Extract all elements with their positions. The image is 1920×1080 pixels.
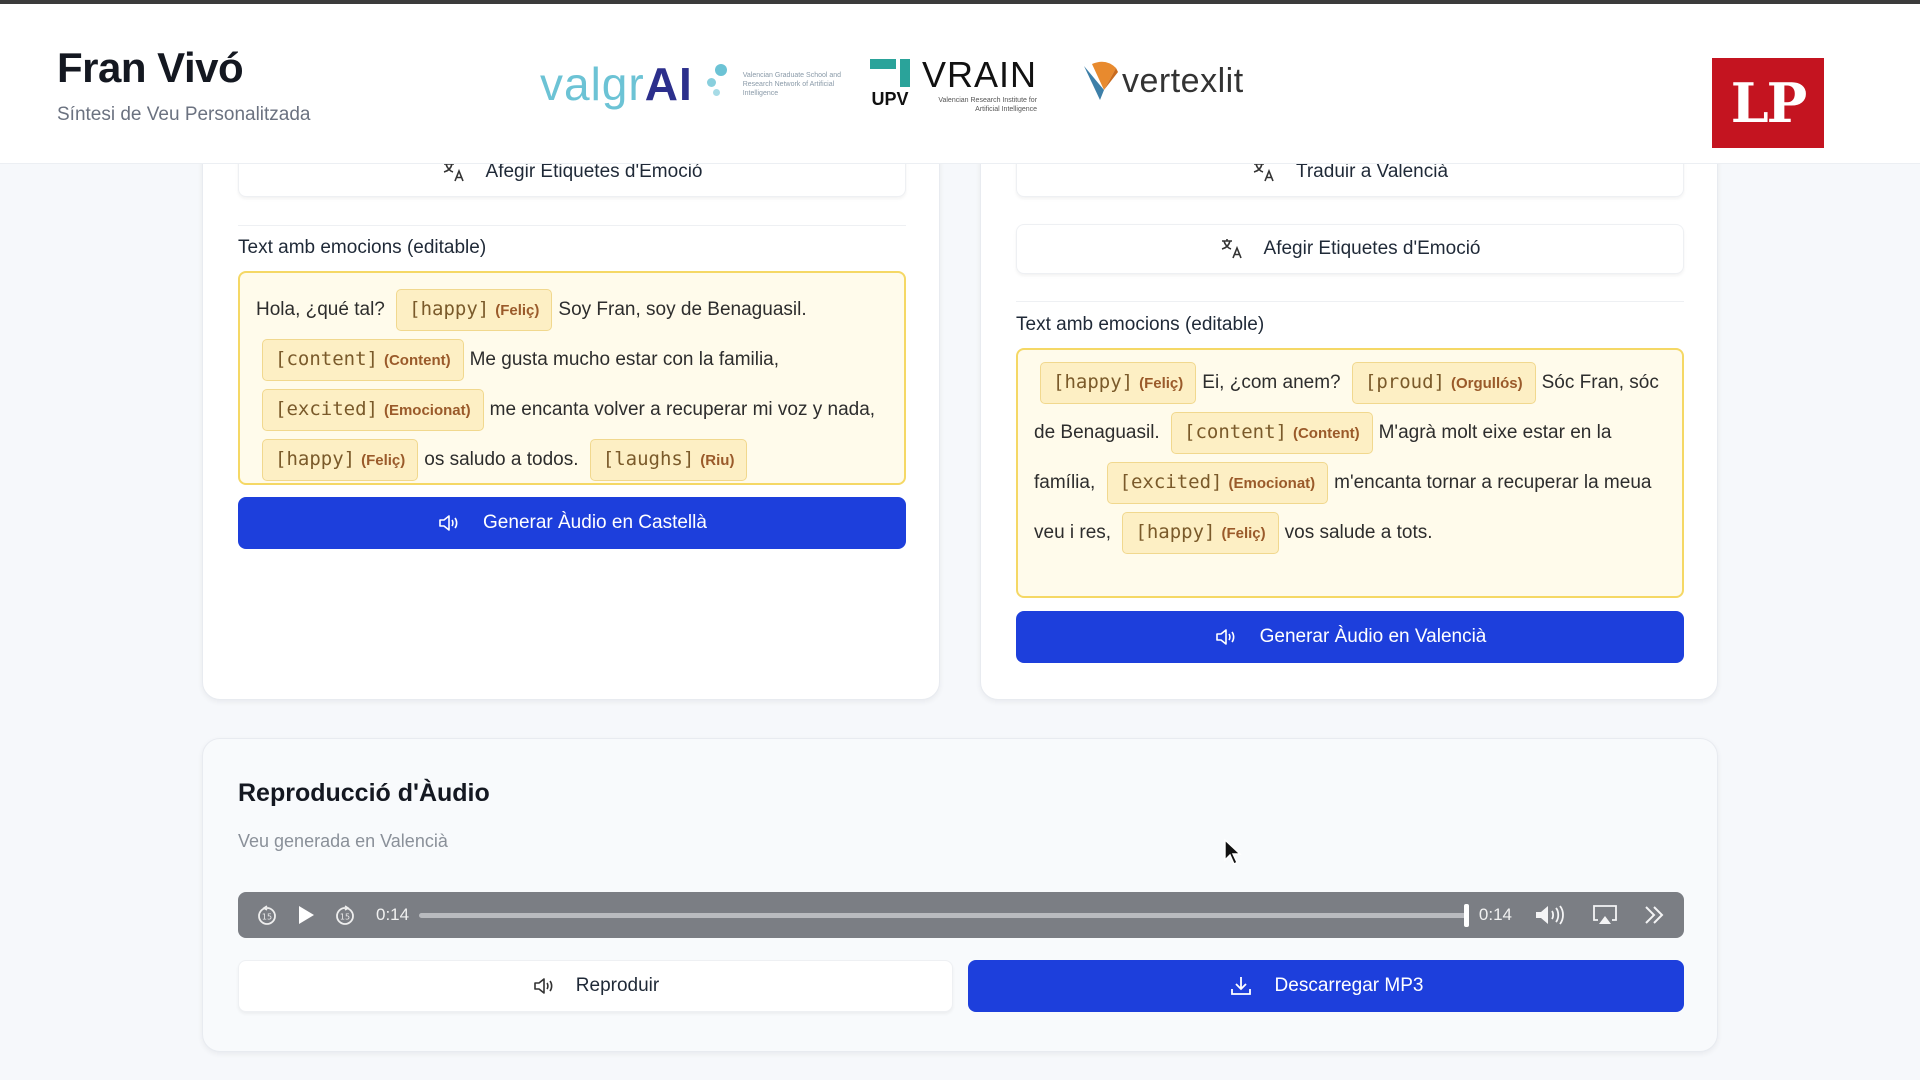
download-icon [1230,977,1251,995]
speaker-icon [533,978,553,994]
emotion-tag-key: [happy] [1053,371,1134,393]
add-emotion-tags-button-va[interactable]: Afegir Etiquetes d'Emoció [1016,224,1684,274]
generate-audio-valencian-button[interactable]: Generar Àudio en Valencià [1016,611,1684,663]
emotion-tag-label: (Riu) [700,452,735,469]
airplay-icon[interactable] [1592,904,1618,926]
svg-text:15: 15 [340,913,350,922]
audio-playback-panel: Reproducció d'Àudio Veu generada en Vale… [202,738,1718,1052]
emotion-text-label: Text amb emocions (editable) [238,237,487,258]
vrain-text: VRAIN [922,54,1038,95]
emotion-text-segment: Soy Fran, soy de Benaguasil. [558,299,807,320]
emotion-tag-label: (Feliç) [1221,525,1266,542]
valgrai-tagline: Valencian Graduate School and Research N… [742,71,842,97]
skip-forward-15-icon[interactable]: 15 [334,904,356,926]
emotion-tag[interactable]: [happy] (Feliç) [1122,512,1279,554]
emotion-tag[interactable]: [content] (Content) [262,339,464,381]
emotion-tag-label: (Feliç) [1139,375,1184,392]
emotion-tag-key: [content] [275,348,378,370]
seek-thumb[interactable] [1463,903,1469,927]
skip-back-15-icon[interactable]: 15 [256,904,278,926]
emotion-tag-key: [excited] [1119,471,1223,493]
page-title: Fran Vivó [57,44,244,91]
emotion-tag[interactable]: [laughs] (Riu) [589,439,748,481]
vertexlit-mark-icon [1084,61,1118,100]
emotion-text-segment: Me gusta mucho estar con la familia, [469,349,780,370]
emotion-text-segment: Sóc Fran, sóc de Benaguasil. [1034,372,1659,443]
spanish-panel: Afegir Etiquetes d'Emoció Text amb emoci… [202,120,940,700]
emotion-tag-key: [happy] [275,448,356,470]
divider [238,225,906,226]
vrain-upv-logo: UPV VRAIN Valencian Research Institute f… [870,54,1037,114]
emotion-text-segment: M'agrà molt eixe estar en la família, [1034,422,1612,493]
generate-audio-spanish-button[interactable]: Generar Àudio en Castellà [238,497,906,549]
emotion-tag[interactable]: [happy] (Feliç) [1040,362,1197,404]
app-header: Fran Vivó Síntesi de Veu Personalitzada … [0,4,1920,164]
play-button[interactable]: Reproduir [238,960,953,1012]
emotion-tag[interactable]: [excited] (Emocionat) [262,389,484,431]
valgrai-wordmark: valgrAI [540,58,693,110]
translate-icon [1221,239,1242,259]
current-time: 0:14 [376,905,410,924]
upv-text: UPV [871,88,909,109]
audio-section-title: Reproducció d'Àudio [238,779,490,807]
emotion-tag-label: (Emocionat) [1228,475,1316,492]
emotion-tag[interactable]: [proud] (Orgullós) [1351,362,1536,404]
emotion-tag[interactable]: [content] (Content) [1171,412,1373,454]
speaker-icon [1215,629,1235,645]
emotion-text-segment: os saludo a todos. [424,449,579,470]
emotion-tag-key: [happy] [1135,521,1216,543]
emotion-text-segment: Hola, ¿qué tal? [256,299,385,320]
emotion-tag[interactable]: [happy] (Feliç) [396,289,553,331]
emotion-text-segment: me encanta volver a recuperar mi voz y n… [489,399,876,420]
emotion-text-label: Text amb emocions (editable) [1016,314,1265,335]
upv-mark-icon [870,58,910,87]
emotion-tag[interactable]: [happy] (Feliç) [262,439,419,481]
vertexlit-text: vertexlit [1122,61,1244,100]
valencian-panel: Traduir a Valencià Afegir Etiquetes d'Em… [980,120,1718,700]
emotion-tag-key: [happy] [409,298,490,320]
emotion-tag-label: (Orgullós) [1450,375,1523,392]
valgrai-dots-icon [706,64,729,104]
audio-section-subtitle: Veu generada en Valencià [238,831,448,851]
emotion-text-segment: Ei, ¿com anem? [1202,372,1341,393]
speaker-icon [439,515,458,531]
divider [1016,301,1684,302]
emotion-tag-label: (Content) [1292,425,1360,442]
duration: 0:14 [1478,905,1512,924]
playback-speed-icon[interactable] [1642,904,1666,926]
emotion-tag-label: (Feliç) [361,452,406,469]
svg-text:15: 15 [262,913,272,922]
emotion-tag-key: [laughs] [602,448,695,470]
translate-icon [1253,162,1274,182]
valgrai-logo: valgrAI Valencian Graduate School and Re… [540,54,843,114]
download-mp3-button[interactable]: Descarregar MP3 [968,960,1684,1012]
emotion-text-segment: vos salude a tots. [1284,522,1433,543]
emotion-tag[interactable]: [excited] (Emocionat) [1106,462,1329,504]
vrain-tagline: Valencian Research Institute for Artific… [938,97,1038,113]
vertexlit-logo: vertexlit [1082,60,1244,102]
emotion-text-editor-va[interactable]: [happy] (Feliç) Ei, ¿com anem? [proud] (Org… [1016,348,1684,598]
window-top-edge [0,0,1920,4]
emotion-text-segment: m'encanta tornar a recuperar la meua veu… [1034,472,1652,543]
emotion-tag-label: (Content) [383,352,451,369]
volume-icon[interactable] [1534,904,1568,926]
play-icon[interactable] [296,904,316,926]
emotion-tag-label: (Feliç) [495,302,540,319]
translate-icon [443,162,464,182]
audio-player: 15 15 0:14 0:14 [238,892,1684,938]
mouse-cursor-icon [1224,838,1242,865]
emotion-tag-key: [content] [1184,421,1287,443]
emotion-tag-label: (Emocionat) [383,402,471,419]
emotion-text-editor-es[interactable]: Hola, ¿qué tal? [happy] (Feliç) Soy Fran, … [238,271,906,485]
seek-bar[interactable] [419,903,1469,927]
emotion-tag-key: [proud] [1364,371,1445,393]
emotion-tag-key: [excited] [275,398,378,420]
page-subtitle: Síntesi de Veu Personalitzada [57,104,311,125]
lp-logo: LP [1712,58,1824,148]
